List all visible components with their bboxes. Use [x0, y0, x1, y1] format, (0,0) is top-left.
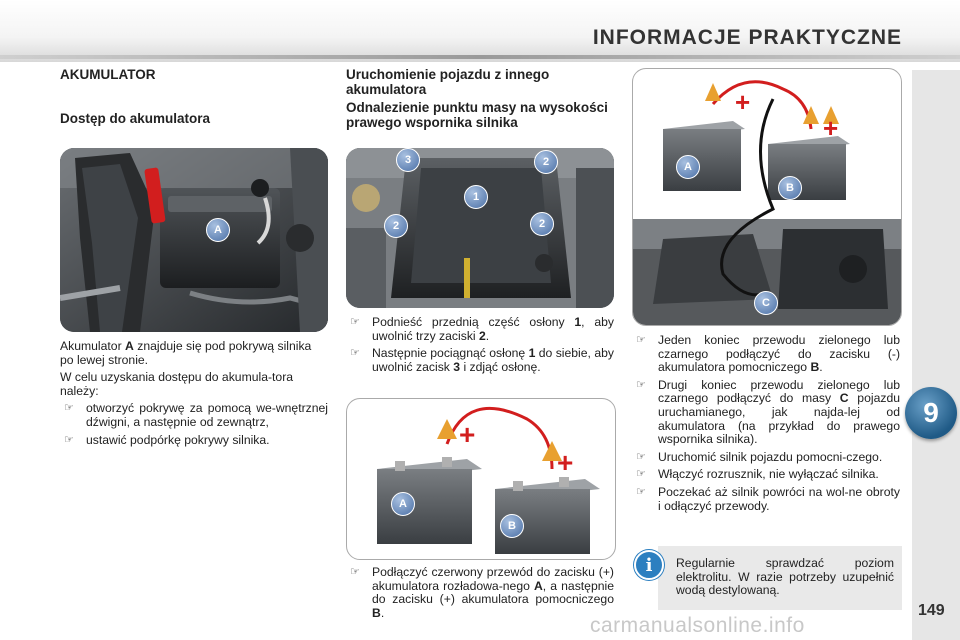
- clamp-icon: [803, 106, 819, 124]
- list-item: ☞Jeden koniec przewodu zielonego lub cza…: [636, 333, 900, 375]
- section-heading-akumulator: AKUMULATOR: [60, 67, 156, 82]
- list-item: ☞Następnie pociągnąć osłonę 1 do siebie,…: [350, 346, 614, 374]
- side-strip: [912, 70, 960, 640]
- list-item: ☞ustawić podpórkę pokrywy silnika.: [64, 432, 270, 447]
- info-box: [658, 546, 902, 610]
- plus-sign-a: +: [459, 419, 476, 450]
- callout-a: A: [391, 492, 415, 516]
- engine-cover-illustration: [346, 148, 614, 308]
- clamp-icon: [705, 83, 721, 101]
- list-item: ☞Uruchomić silnik pojazdu pomocni-czego.: [636, 449, 883, 464]
- pointing-hand-icon: ☞: [636, 334, 646, 346]
- clamp-icon: [823, 106, 839, 124]
- subheading-ground-point: Odnalezienie punktu masy na wysokości pr…: [346, 100, 608, 130]
- callout-a: A: [206, 218, 230, 242]
- header-divider: [0, 55, 960, 59]
- plus-sign-b: +: [823, 113, 839, 143]
- subheading-dostep: Dostęp do akumulatora: [60, 111, 211, 126]
- plus-sign-a: +: [735, 87, 751, 117]
- battery-location-paragraph: Akumulator A znajduje się pod pokrywą si…: [60, 339, 312, 367]
- callout-c: C: [754, 291, 778, 315]
- pointing-hand-icon: ☞: [64, 433, 74, 446]
- chapter-badge[interactable]: 9: [905, 387, 957, 439]
- callout-a: A: [676, 155, 700, 179]
- pointing-hand-icon: ☞: [64, 402, 74, 415]
- callout-2-right: 2: [530, 212, 554, 236]
- callout-1: 1: [464, 185, 488, 209]
- pointing-hand-icon: ☞: [636, 485, 646, 498]
- callout-2-left: 2: [384, 214, 408, 238]
- col1-text: Akumulator A znajduje się pod pokrywą si…: [60, 339, 328, 451]
- callout-b: B: [500, 514, 524, 538]
- col2-text-bottom: ☞Podłączyć czerwony przewód do zacisku (…: [346, 565, 615, 624]
- red-cable: [711, 80, 813, 130]
- engine-cover-photo: 3 2 1 2 2: [346, 148, 614, 308]
- col2-text-top: ☞Podnieść przednią część osłony 1, aby u…: [346, 315, 614, 378]
- engine-photo-battery: A: [60, 148, 328, 332]
- pointing-hand-icon: ☞: [636, 450, 646, 463]
- col3-text: ☞Jeden koniec przewodu zielonego lub cza…: [632, 333, 900, 517]
- list-item: ☞Włączyć rozrusznik, nie wyłączać silnik…: [636, 467, 879, 482]
- black-cable: [720, 98, 775, 297]
- ground-cable-illustration: [633, 80, 901, 325]
- red-cable-diagram: + + A B: [346, 398, 616, 560]
- engine-photo-illustration: [60, 148, 328, 332]
- clamp-icon: [542, 441, 562, 461]
- section-heading-jump-start: Uruchomienie pojazdu z innego akumulator…: [346, 67, 550, 97]
- callout-2-top: 2: [534, 150, 558, 174]
- pointing-hand-icon: ☞: [350, 566, 360, 578]
- plus-sign-b: +: [557, 447, 574, 478]
- list-item: ☞otworzyć pokrywę za pomocą we-wnętrznej…: [64, 401, 328, 429]
- access-intro-paragraph: W celu uzyskania dostępu do akumula-tora…: [60, 370, 294, 398]
- list-item: ☞Podnieść przednią część osłony 1, aby u…: [350, 315, 614, 343]
- pointing-hand-icon: ☞: [350, 347, 360, 360]
- list-item: ☞Drugi koniec przewodu zielonego lub cza…: [636, 377, 900, 447]
- info-icon: i: [634, 550, 664, 580]
- red-cable-illustration: [377, 406, 600, 554]
- callout-3: 3: [396, 148, 420, 172]
- callout-b: B: [778, 176, 802, 200]
- clamp-icon: [437, 419, 457, 439]
- info-text: Regularnie sprawdzać poziom elektrolitu.…: [676, 556, 894, 598]
- list-item: ☞Poczekać aż silnik powróci na wol-ne ob…: [636, 484, 900, 513]
- pointing-hand-icon: ☞: [636, 378, 646, 391]
- pointing-hand-icon: ☞: [350, 316, 360, 328]
- watermark: carmanualsonline.info: [590, 614, 805, 637]
- battery-a: [663, 121, 745, 191]
- page-title: INFORMACJE PRAKTYCZNE: [592, 26, 902, 49]
- header-bar: [0, 0, 960, 62]
- page-number: 149: [918, 602, 945, 619]
- ground-cable-diagram: + + A B C: [632, 68, 902, 326]
- list-item: ☞Podłączyć czerwony przewód do zacisku (…: [350, 565, 615, 620]
- red-cable: [445, 406, 554, 470]
- pointing-hand-icon: ☞: [636, 468, 646, 481]
